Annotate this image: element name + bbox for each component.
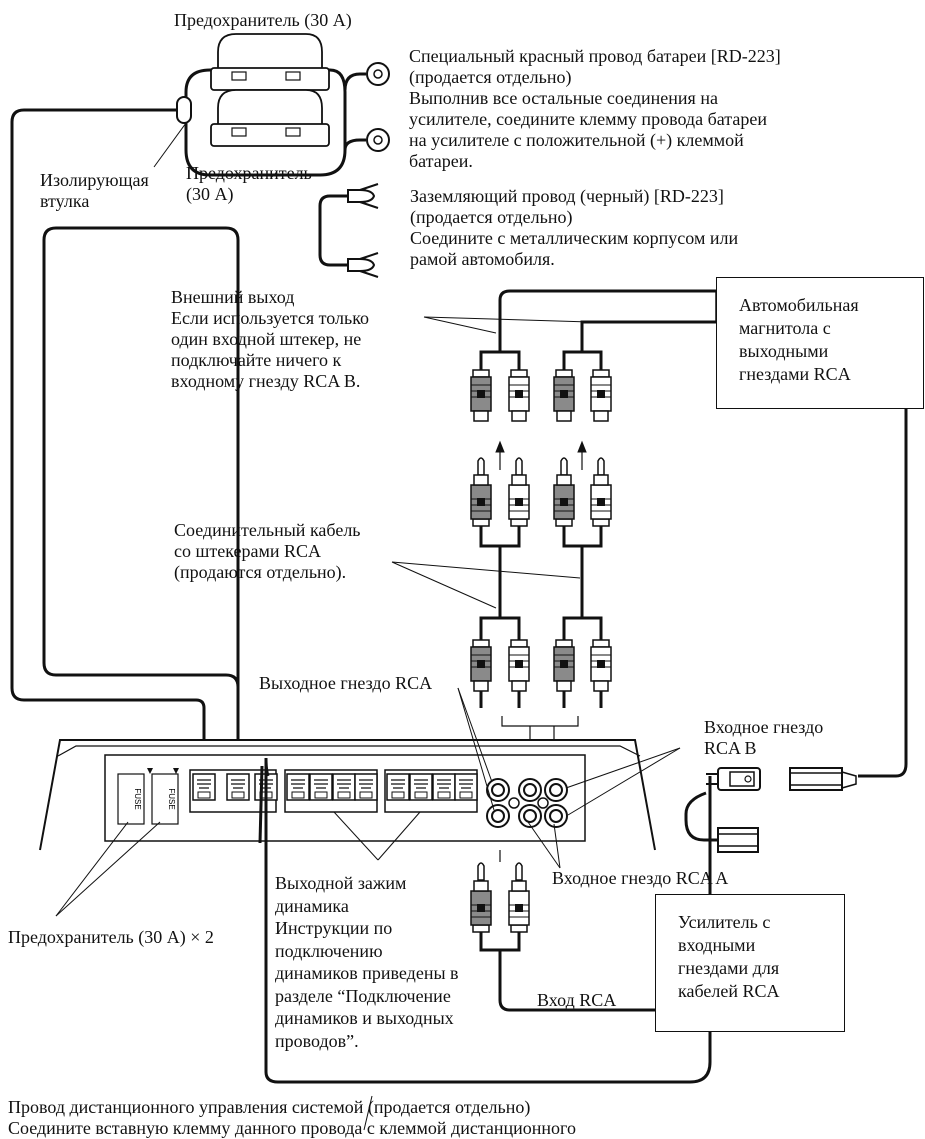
external-output-label: Внешний выход Если используется только о… [171,287,370,391]
amplifier: FUSE FUSE [39,739,656,851]
battery-wire [10,108,206,775]
fuse-lower-label: Предохранитель (30 А) [186,163,312,204]
amp-box: Усилитель с входными гнездами для кабеле… [655,894,845,1032]
insulating-bushing-label: Изолирующая втулка [40,170,149,211]
fuse-block [184,33,390,177]
speaker-terminal-label: Выходной зажим динамика Инструкции по по… [275,873,459,1051]
rca-cable-label: Соединительный кабель со штекерами RCA (… [174,520,361,582]
lower-rca-plugs [470,862,655,1012]
remote-wire-label: Провод дистанционного управления системо… [8,1097,576,1138]
head-unit-box: Автомобильная магнитола с выходными гнез… [716,277,924,409]
fuse-top-label: Предохранитель (30 А) [174,10,352,30]
rca-input-label: Вход RCA [537,990,617,1010]
upper-rca-plugs [470,345,612,422]
rca-input-b-label: Входное гнездо RCA B [704,717,824,758]
fuse-x2-label: Предохранитель (30 A) × 2 [8,927,214,947]
fuse-label-2: FUSE [167,788,176,809]
ground-wire [42,183,379,775]
rca-cable-top [470,457,612,708]
rca-output-jack-label: Выходное гнездо RCA [259,673,433,693]
fuse-label-1: FUSE [133,788,142,809]
rca-input-a-label: Входное гнездо RCA A [552,868,729,888]
remote-connectors [684,767,857,853]
ground-wire-label: Заземляющий провод (черный) [RD-223] (пр… [410,186,739,269]
insulating-bushing [176,96,192,124]
red-wire-label: Специальный красный провод батареи [RD-2… [409,46,781,171]
